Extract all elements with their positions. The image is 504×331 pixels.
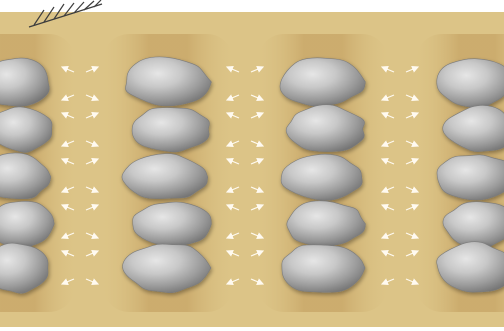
soil-grain-stone (437, 155, 504, 200)
soil-grain-stone (282, 245, 365, 293)
